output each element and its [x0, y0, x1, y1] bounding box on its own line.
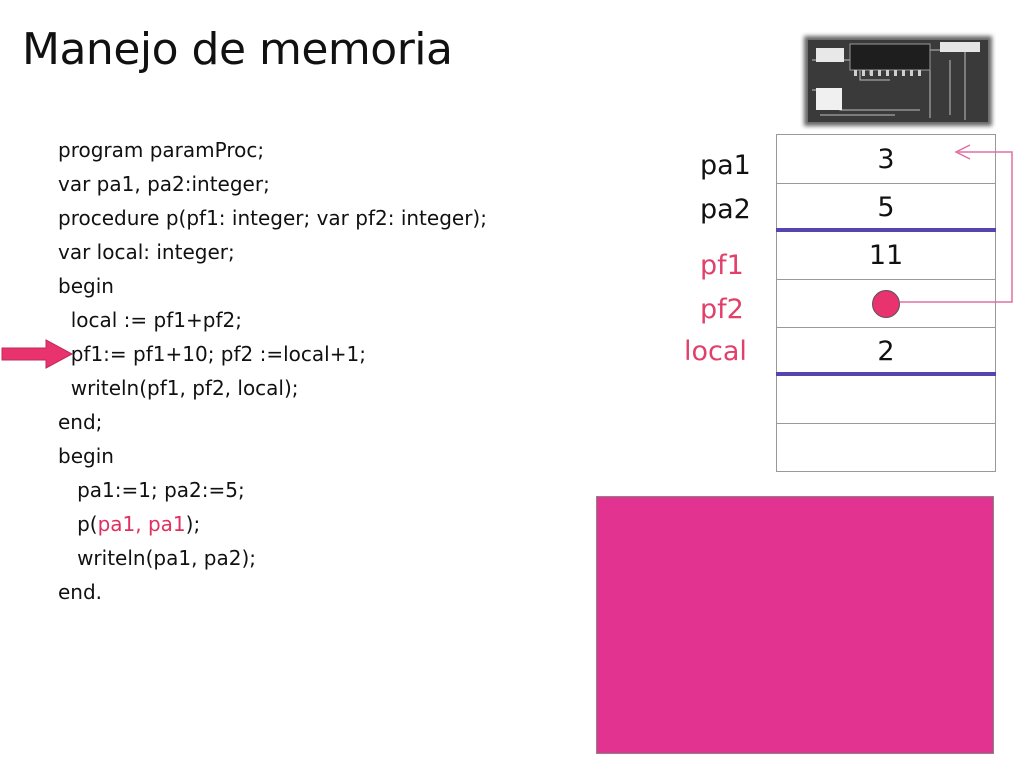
code-line: begin — [58, 439, 487, 473]
code-text: pa1:=1; pa2:=5; — [58, 478, 245, 502]
code-text: procedure p(pf1: integer; var pf2: integ… — [58, 206, 487, 230]
code-line: program paramProc; — [58, 133, 487, 167]
memory-cell: 5 — [777, 183, 995, 231]
code-line: pa1:=1; pa2:=5; — [58, 473, 487, 507]
code-text: end. — [58, 580, 103, 604]
code-line: writeln(pf1, pf2, local); — [58, 371, 487, 405]
code-line: writeln(pa1, pa2); — [58, 541, 487, 575]
current-line-arrow-icon — [1, 339, 74, 369]
code-line: pf1:= pf1+10; pf2 :=local+1; — [58, 337, 487, 371]
code-listing: program paramProc; var pa1, pa2:integer; p… — [58, 133, 487, 609]
pointer-dot-icon — [872, 289, 900, 318]
memory-chip-icon — [804, 36, 992, 126]
pointer-arrowhead-icon — [954, 144, 971, 160]
code-text: writeln(pa1, pa2); — [58, 546, 256, 570]
code-text: pf1:= pf1+10; pf2 :=local+1; — [58, 342, 366, 366]
code-line: local := pf1+pf2; — [58, 303, 487, 337]
code-line: var local: integer; — [58, 235, 487, 269]
code-text: writeln(pf1, pf2, local); — [58, 376, 299, 400]
code-text: begin — [58, 274, 114, 298]
output-panel — [596, 496, 994, 754]
code-line: end. — [58, 575, 487, 609]
memory-cell: 3 — [877, 143, 895, 175]
memory-cell — [777, 423, 995, 471]
code-argument-highlight: pa1, pa1 — [97, 512, 186, 536]
pointer-connector-line — [900, 151, 1013, 303]
code-text: begin — [58, 444, 114, 468]
code-line: procedure p(pf1: integer; var pf2: integ… — [58, 201, 487, 235]
code-text: var pa1, pa2:integer; — [58, 172, 270, 196]
code-line: var pa1, pa2:integer; — [58, 167, 487, 201]
code-line: begin — [58, 269, 487, 303]
code-line: end; — [58, 405, 487, 439]
memory-cell — [777, 279, 995, 327]
code-text: ); — [185, 512, 201, 536]
memory-cell: 2 — [777, 327, 995, 375]
code-text: program paramProc; — [58, 138, 265, 162]
code-line: p(pa1, pa1); — [58, 507, 487, 541]
code-text: end; — [58, 410, 103, 434]
code-text: var local: integer; — [58, 240, 235, 264]
code-text: local := pf1+pf2; — [58, 308, 242, 332]
slide-title: Manejo de memoria — [22, 24, 453, 75]
code-text: p( — [58, 512, 98, 536]
